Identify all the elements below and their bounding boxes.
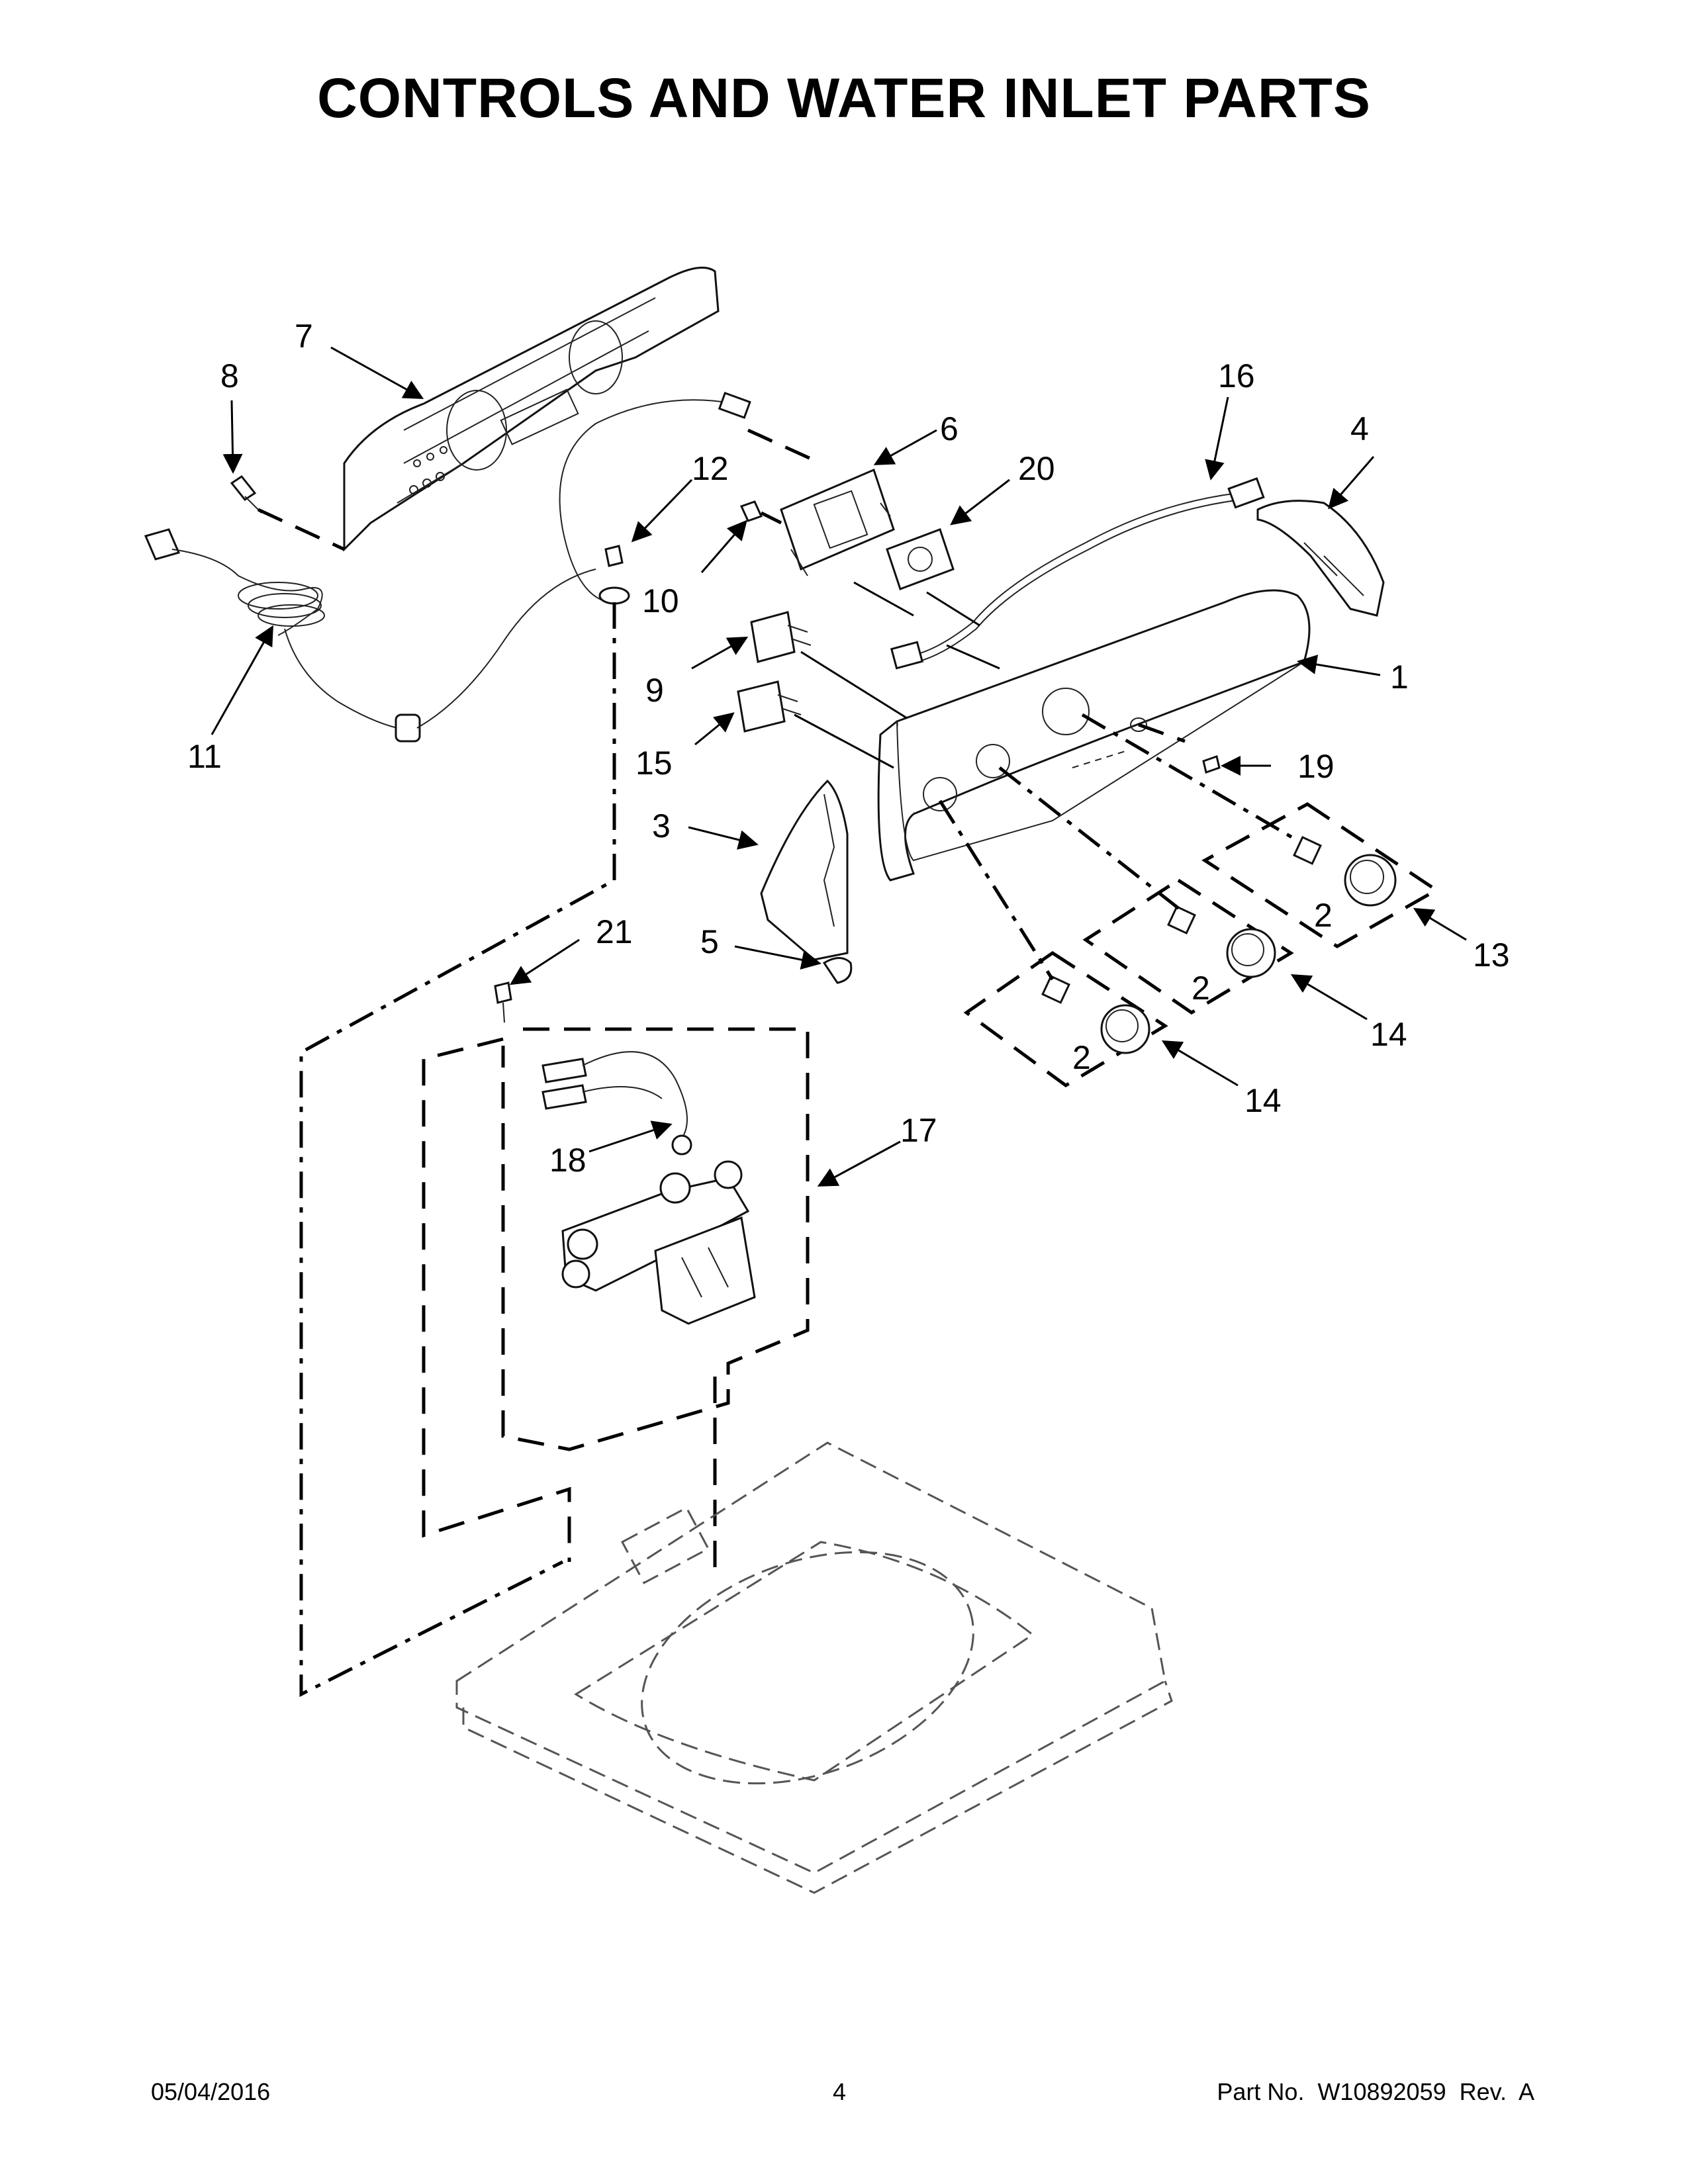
console-part bbox=[877, 589, 1311, 882]
callout-9: 9 bbox=[645, 672, 664, 709]
callout-11: 11 bbox=[187, 738, 222, 775]
callout-4: 4 bbox=[1350, 410, 1369, 447]
callout-8: 8 bbox=[220, 357, 239, 394]
knob-assembly-14-lower bbox=[963, 950, 1168, 1087]
callout-arrows bbox=[211, 346, 1467, 1187]
switch-part-15 bbox=[737, 680, 802, 733]
clip-part bbox=[822, 957, 853, 984]
callout-2: 2 bbox=[1314, 897, 1333, 934]
control-board-part bbox=[780, 468, 895, 576]
screw-part-21 bbox=[494, 981, 512, 1023]
callout-19: 19 bbox=[1297, 748, 1335, 785]
callout-2: 2 bbox=[1072, 1039, 1091, 1076]
side-cover-part bbox=[760, 779, 849, 961]
knob-assembly-14-upper bbox=[1082, 878, 1294, 1015]
ground-wire bbox=[559, 399, 735, 603]
bracket-part-20 bbox=[886, 528, 955, 590]
ground-screw-part bbox=[598, 545, 630, 605]
callout-1: 1 bbox=[1390, 659, 1409, 696]
callout-13: 13 bbox=[1473, 936, 1510, 974]
screw-part-19 bbox=[1202, 755, 1221, 774]
screw-part-10 bbox=[739, 500, 763, 522]
callout-6: 6 bbox=[940, 410, 959, 447]
wiring-harness-part-18 bbox=[541, 1051, 692, 1156]
switch-part-9 bbox=[750, 611, 812, 663]
callout-3: 3 bbox=[652, 807, 671, 844]
callout-14: 14 bbox=[1370, 1016, 1407, 1053]
callout-20: 20 bbox=[1018, 450, 1055, 487]
callout-2: 2 bbox=[1192, 970, 1210, 1007]
callout-7: 7 bbox=[295, 318, 313, 355]
callout-15: 15 bbox=[635, 745, 673, 782]
page-title: CONTROLS AND WATER INLET PARTS bbox=[317, 67, 1371, 129]
callout-21: 21 bbox=[596, 913, 633, 950]
callout-5: 5 bbox=[700, 923, 719, 960]
wire-harness-part-16 bbox=[890, 477, 1265, 670]
callout-12: 12 bbox=[692, 450, 729, 487]
footer-date: 05/04/2016 bbox=[151, 2078, 271, 2105]
water-inlet-group-outline bbox=[501, 1027, 810, 1451]
callout-17: 17 bbox=[900, 1112, 937, 1149]
power-cord-part bbox=[144, 528, 596, 743]
knob-assembly-13 bbox=[1201, 802, 1440, 948]
water-valve-assembly bbox=[561, 1160, 756, 1325]
screw-part-8 bbox=[230, 475, 262, 514]
footer-page-number: 4 bbox=[833, 2078, 847, 2105]
callout-18: 18 bbox=[549, 1142, 586, 1179]
callout-labels: 1 2 2 2 3 4 5 6 7 8 9 10 11 12 13 14 14 … bbox=[187, 318, 1510, 1179]
callout-10: 10 bbox=[642, 582, 679, 619]
callout-14: 14 bbox=[1244, 1082, 1282, 1119]
end-cap-part bbox=[1256, 500, 1385, 617]
footer-part-number: Part No. W10892059 Rev. A bbox=[1217, 2078, 1534, 2105]
callout-16: 16 bbox=[1218, 357, 1255, 394]
rear-console-panel-part bbox=[343, 266, 720, 552]
washer-top-base bbox=[455, 1441, 1173, 1894]
